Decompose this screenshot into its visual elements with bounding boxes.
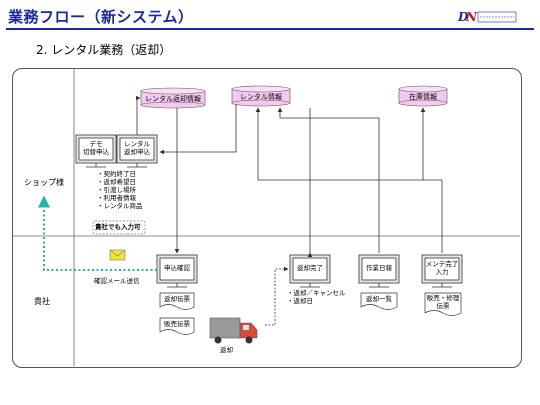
mail-arrow — [38, 195, 157, 271]
truck-icon — [209, 317, 258, 344]
db-rental-return-label: レンタル返却情報 — [145, 95, 201, 103]
screen-maint-done-label: メンテ完了 入力 — [425, 260, 459, 276]
doc-sales-slip-label: 販売伝票 — [164, 320, 190, 329]
screen-demo — [75, 134, 117, 168]
page-title: 業務フロー（新システム） — [8, 8, 194, 26]
screen-rental-return-app — [116, 134, 158, 168]
db-rental-label: レンタル情報 — [240, 93, 282, 101]
doc-sales-repair-slip — [424, 292, 462, 316]
doc-return-slip — [159, 292, 195, 310]
note-box — [92, 220, 146, 235]
db-rental-return-cylinder — [140, 87, 206, 109]
return-item: ・返却／キャンセル — [287, 289, 346, 297]
title-rule — [6, 28, 534, 30]
mail-label: 確認メール送信 — [94, 277, 140, 285]
doc-return-slip-label: 返却伝票 — [164, 295, 190, 304]
doc-return-list — [360, 292, 398, 310]
company-logo: D N — [458, 10, 517, 24]
return-item: ・返却日 — [287, 297, 313, 305]
doc-return-list-label: 返却一覧 — [366, 295, 392, 304]
db-stock-label: 在庫情報 — [409, 93, 437, 101]
lane-shop-label: ショップ様 — [24, 178, 64, 187]
db-rental-cylinder — [231, 85, 291, 107]
shop-item: ・返却希望日 — [97, 178, 136, 186]
shop-item: ・契約終了日 — [97, 170, 136, 178]
envelope-icon — [109, 249, 126, 261]
lane-company-label: 貴社 — [34, 297, 50, 306]
doc-sales-slip — [159, 317, 195, 335]
screen-rental-return-app-label: レンタル 返却申込 — [124, 140, 150, 156]
screen-demo-label: デモ 切替申込 — [83, 140, 109, 156]
svg-text:D: D — [458, 10, 469, 24]
shop-item: ・引渡し場所 — [97, 186, 136, 194]
truck-label: 返却 — [220, 346, 233, 354]
doc-sales-repair-slip-label: 販売・修理 伝票 — [426, 294, 460, 310]
screen-work-report — [358, 254, 400, 288]
note-text: 貴社でも入力可 — [95, 223, 141, 231]
flow-frame — [12, 68, 522, 368]
screen-maint-done — [421, 254, 463, 288]
svg-text:N: N — [465, 10, 478, 24]
screen-return-done-label: 返却完了 — [297, 264, 323, 273]
section-subtitle: 2. レンタル業務（返却） — [36, 43, 172, 57]
db-stock-cylinder — [398, 85, 448, 107]
shop-item: ・利用者情報 — [97, 194, 136, 202]
shop-item: ・レンタル商品 — [97, 202, 143, 210]
screen-work-report-label: 作業日報 — [366, 264, 392, 273]
screen-app-confirm-label: 申込確認 — [164, 264, 190, 273]
